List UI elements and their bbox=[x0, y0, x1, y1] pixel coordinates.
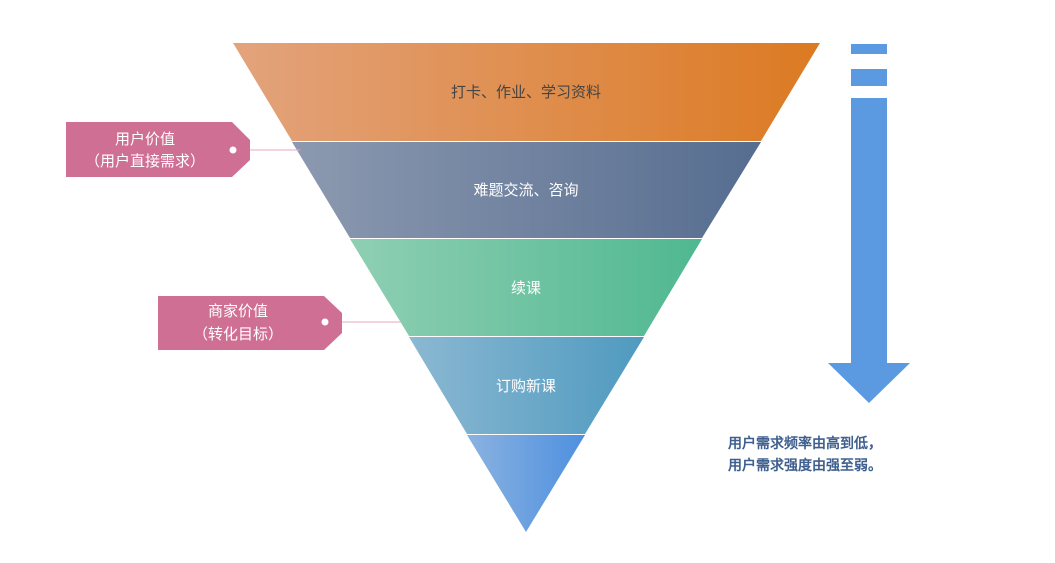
funnel-layer-3 bbox=[350, 239, 702, 336]
tag-2-line1: 商家价值 bbox=[208, 302, 268, 320]
funnel-layer-2 bbox=[292, 142, 761, 238]
down-arrow-icon bbox=[828, 44, 910, 403]
funnel-layer-1 bbox=[233, 43, 820, 141]
layer-4-label: 订购新课 bbox=[496, 377, 556, 395]
layer-1-label: 打卡、作业、学习资料 bbox=[451, 83, 601, 101]
tag-user-value bbox=[66, 122, 250, 177]
funnel-layer-5 bbox=[467, 435, 585, 532]
tag-1-line2: （用户直接需求） bbox=[85, 152, 205, 170]
tag-merchant-value bbox=[158, 296, 342, 350]
note-line-2: 用户需求强度由强至弱。 bbox=[728, 458, 882, 474]
tag-hole-icon bbox=[229, 146, 237, 154]
note-line-1: 用户需求频率由高到低， bbox=[728, 436, 882, 452]
layer-3-label: 续课 bbox=[511, 279, 541, 297]
funnel-layer-4 bbox=[409, 337, 644, 434]
tag-hole-icon bbox=[321, 318, 329, 326]
frequency-note: 用户需求频率由高到低， 用户需求强度由强至弱。 bbox=[728, 433, 882, 477]
tag-2-line2: （转化目标） bbox=[193, 325, 283, 343]
tag-1-line1: 用户价值 bbox=[115, 130, 175, 148]
layer-2-label: 难题交流、咨询 bbox=[473, 181, 578, 199]
